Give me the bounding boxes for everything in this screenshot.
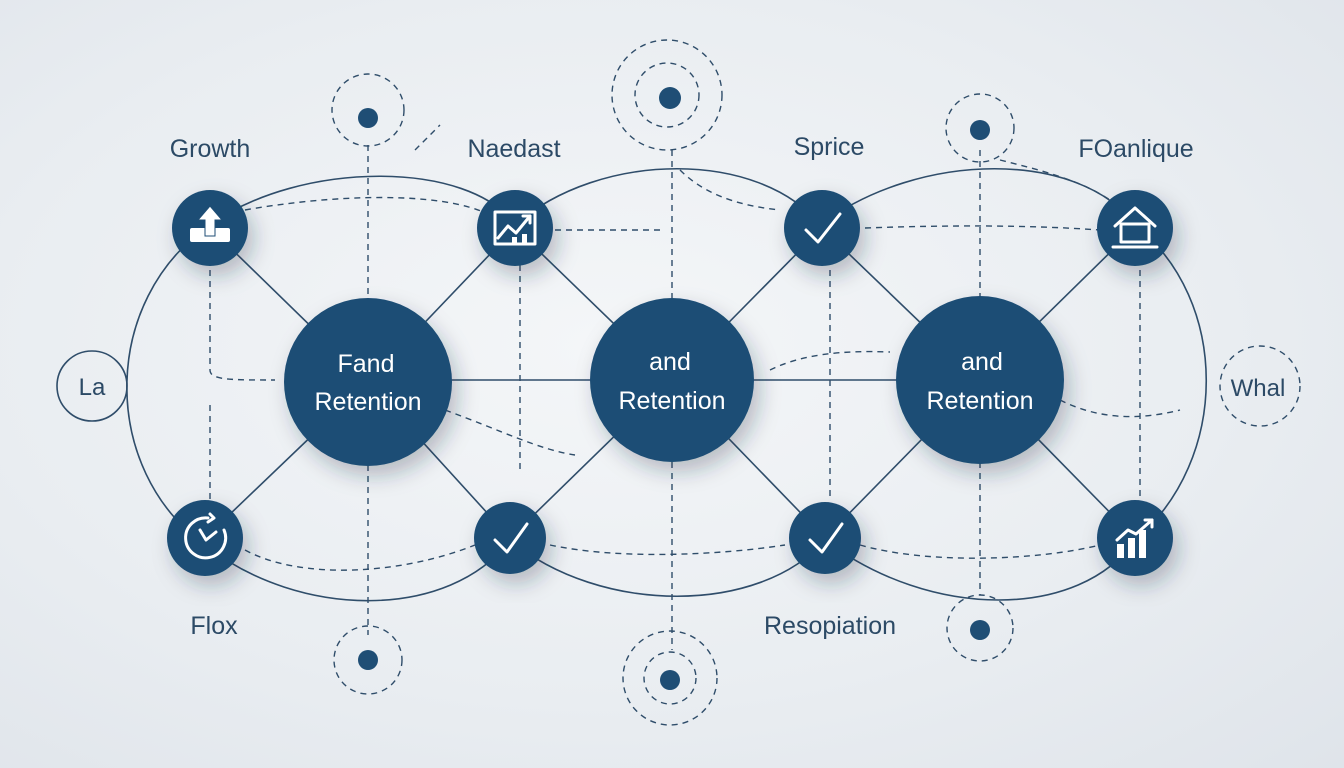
label-sprice: Sprice — [794, 133, 865, 161]
hub-3-line-2: Retention — [926, 387, 1033, 415]
hub-1-line-1: Fand — [338, 350, 395, 378]
checkmark-icon — [493, 522, 529, 554]
outer-arcs — [126, 167, 1207, 602]
node-resopiation — [789, 502, 861, 574]
node-mid-bottom — [474, 502, 546, 574]
label-side-right: Whal — [1231, 375, 1286, 402]
trend-chart-icon — [493, 210, 537, 246]
orbit-markers — [56, 39, 1301, 726]
hub-3-line-1: and — [961, 348, 1003, 376]
node-flox — [167, 500, 243, 576]
label-resopiation: Resopiation — [764, 612, 896, 640]
hub-1-line-2: Retention — [314, 388, 421, 416]
label-flox: Flox — [190, 612, 238, 640]
bottom-target-2 — [622, 630, 718, 726]
left-side-marker — [56, 350, 128, 422]
hub-2-line-2: Retention — [618, 387, 725, 415]
top-target-1 — [331, 73, 405, 147]
label-foanlique: FOanlique — [1078, 135, 1193, 163]
label-growth: Growth — [170, 135, 251, 163]
node-foanlique — [1097, 190, 1173, 266]
node-right-bottom — [1097, 500, 1173, 576]
right-side-marker — [1219, 345, 1301, 427]
clock-cycle-icon — [184, 512, 228, 560]
node-growth — [172, 190, 248, 266]
node-naedast — [477, 190, 553, 266]
node-sprice — [784, 190, 860, 266]
hub-3 — [896, 296, 1064, 464]
checkmark-icon — [808, 522, 844, 554]
top-target-2 — [611, 39, 723, 151]
bottom-target-1 — [333, 625, 403, 695]
checkmark-icon — [804, 212, 842, 244]
upload-arrow-icon — [190, 205, 230, 242]
house-icon — [1111, 206, 1159, 249]
hub-2 — [590, 298, 754, 462]
label-naedast: Naedast — [467, 135, 560, 163]
hub-2-line-1: and — [649, 348, 691, 376]
label-side-left: La — [79, 374, 106, 401]
dashed-guides — [209, 124, 1181, 650]
top-target-3 — [945, 93, 1015, 163]
bar-chart-icon — [1115, 518, 1154, 558]
hub-1 — [284, 298, 452, 466]
bottom-target-3 — [946, 594, 1014, 662]
